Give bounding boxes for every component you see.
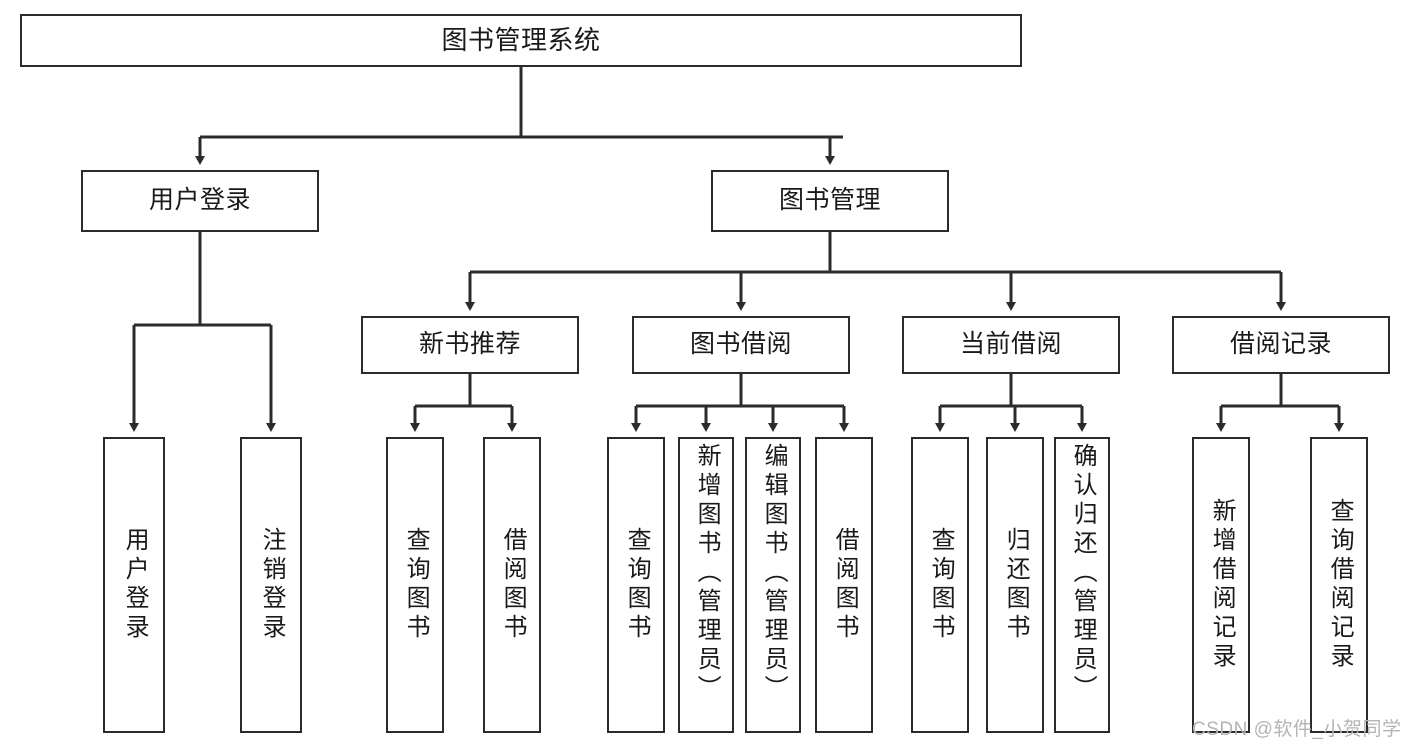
node-leaf-logout[interactable]: 注销登录 [240,437,302,733]
node-leaf-add-book-label: 新增图书（管理员） [693,443,721,704]
node-leaf-query-book-3[interactable]: 查询图书 [911,437,969,733]
node-leaf-borrow-book-1[interactable]: 借阅图书 [483,437,541,733]
node-leaf-query-record-label: 查询借阅记录 [1326,498,1354,672]
node-leaf-query-book-3-label: 查询图书 [927,527,955,643]
node-leaf-borrow-book-2-label: 借阅图书 [831,527,859,643]
node-leaf-borrow-book-2[interactable]: 借阅图书 [815,437,873,733]
node-leaf-logout-label: 注销登录 [258,527,286,643]
node-book-borrow[interactable]: 图书借阅 [632,316,850,374]
node-leaf-edit-book-label: 编辑图书（管理员） [760,443,788,704]
watermark: CSDN @软件_小贺同学 [1192,719,1402,740]
node-root-label: 图书管理系统 [441,25,601,56]
node-user-login[interactable]: 用户登录 [81,170,319,232]
node-leaf-confirm-return-label: 确认归还（管理员） [1069,443,1097,704]
node-leaf-return-book-label: 归还图书 [1002,527,1030,643]
node-leaf-user-login[interactable]: 用户登录 [103,437,165,733]
node-book-manage[interactable]: 图书管理 [711,170,949,232]
node-current-borrow-label: 当前借阅 [959,330,1062,359]
node-leaf-query-book-1-label: 查询图书 [402,527,430,643]
node-book-borrow-label: 图书借阅 [689,330,792,359]
node-leaf-user-login-label: 用户登录 [121,527,149,643]
node-leaf-edit-book[interactable]: 编辑图书（管理员） [745,437,801,733]
node-leaf-add-record-label: 新增借阅记录 [1208,498,1236,672]
node-leaf-add-book[interactable]: 新增图书（管理员） [678,437,734,733]
node-root[interactable]: 图书管理系统 [20,14,1022,67]
node-user-login-label: 用户登录 [148,186,251,215]
node-borrow-record-label: 借阅记录 [1229,330,1332,359]
node-leaf-add-record[interactable]: 新增借阅记录 [1192,437,1250,733]
node-leaf-borrow-book-1-label: 借阅图书 [499,527,527,643]
node-leaf-query-book-2[interactable]: 查询图书 [607,437,665,733]
node-new-book-recommend[interactable]: 新书推荐 [361,316,579,374]
node-new-book-recommend-label: 新书推荐 [418,330,521,359]
node-leaf-query-book-2-label: 查询图书 [623,527,651,643]
node-borrow-record[interactable]: 借阅记录 [1172,316,1390,374]
node-leaf-query-record[interactable]: 查询借阅记录 [1310,437,1368,733]
node-leaf-return-book[interactable]: 归还图书 [986,437,1044,733]
node-current-borrow[interactable]: 当前借阅 [902,316,1120,374]
node-leaf-confirm-return[interactable]: 确认归还（管理员） [1054,437,1110,733]
node-leaf-query-book-1[interactable]: 查询图书 [386,437,444,733]
node-book-manage-label: 图书管理 [778,186,881,215]
